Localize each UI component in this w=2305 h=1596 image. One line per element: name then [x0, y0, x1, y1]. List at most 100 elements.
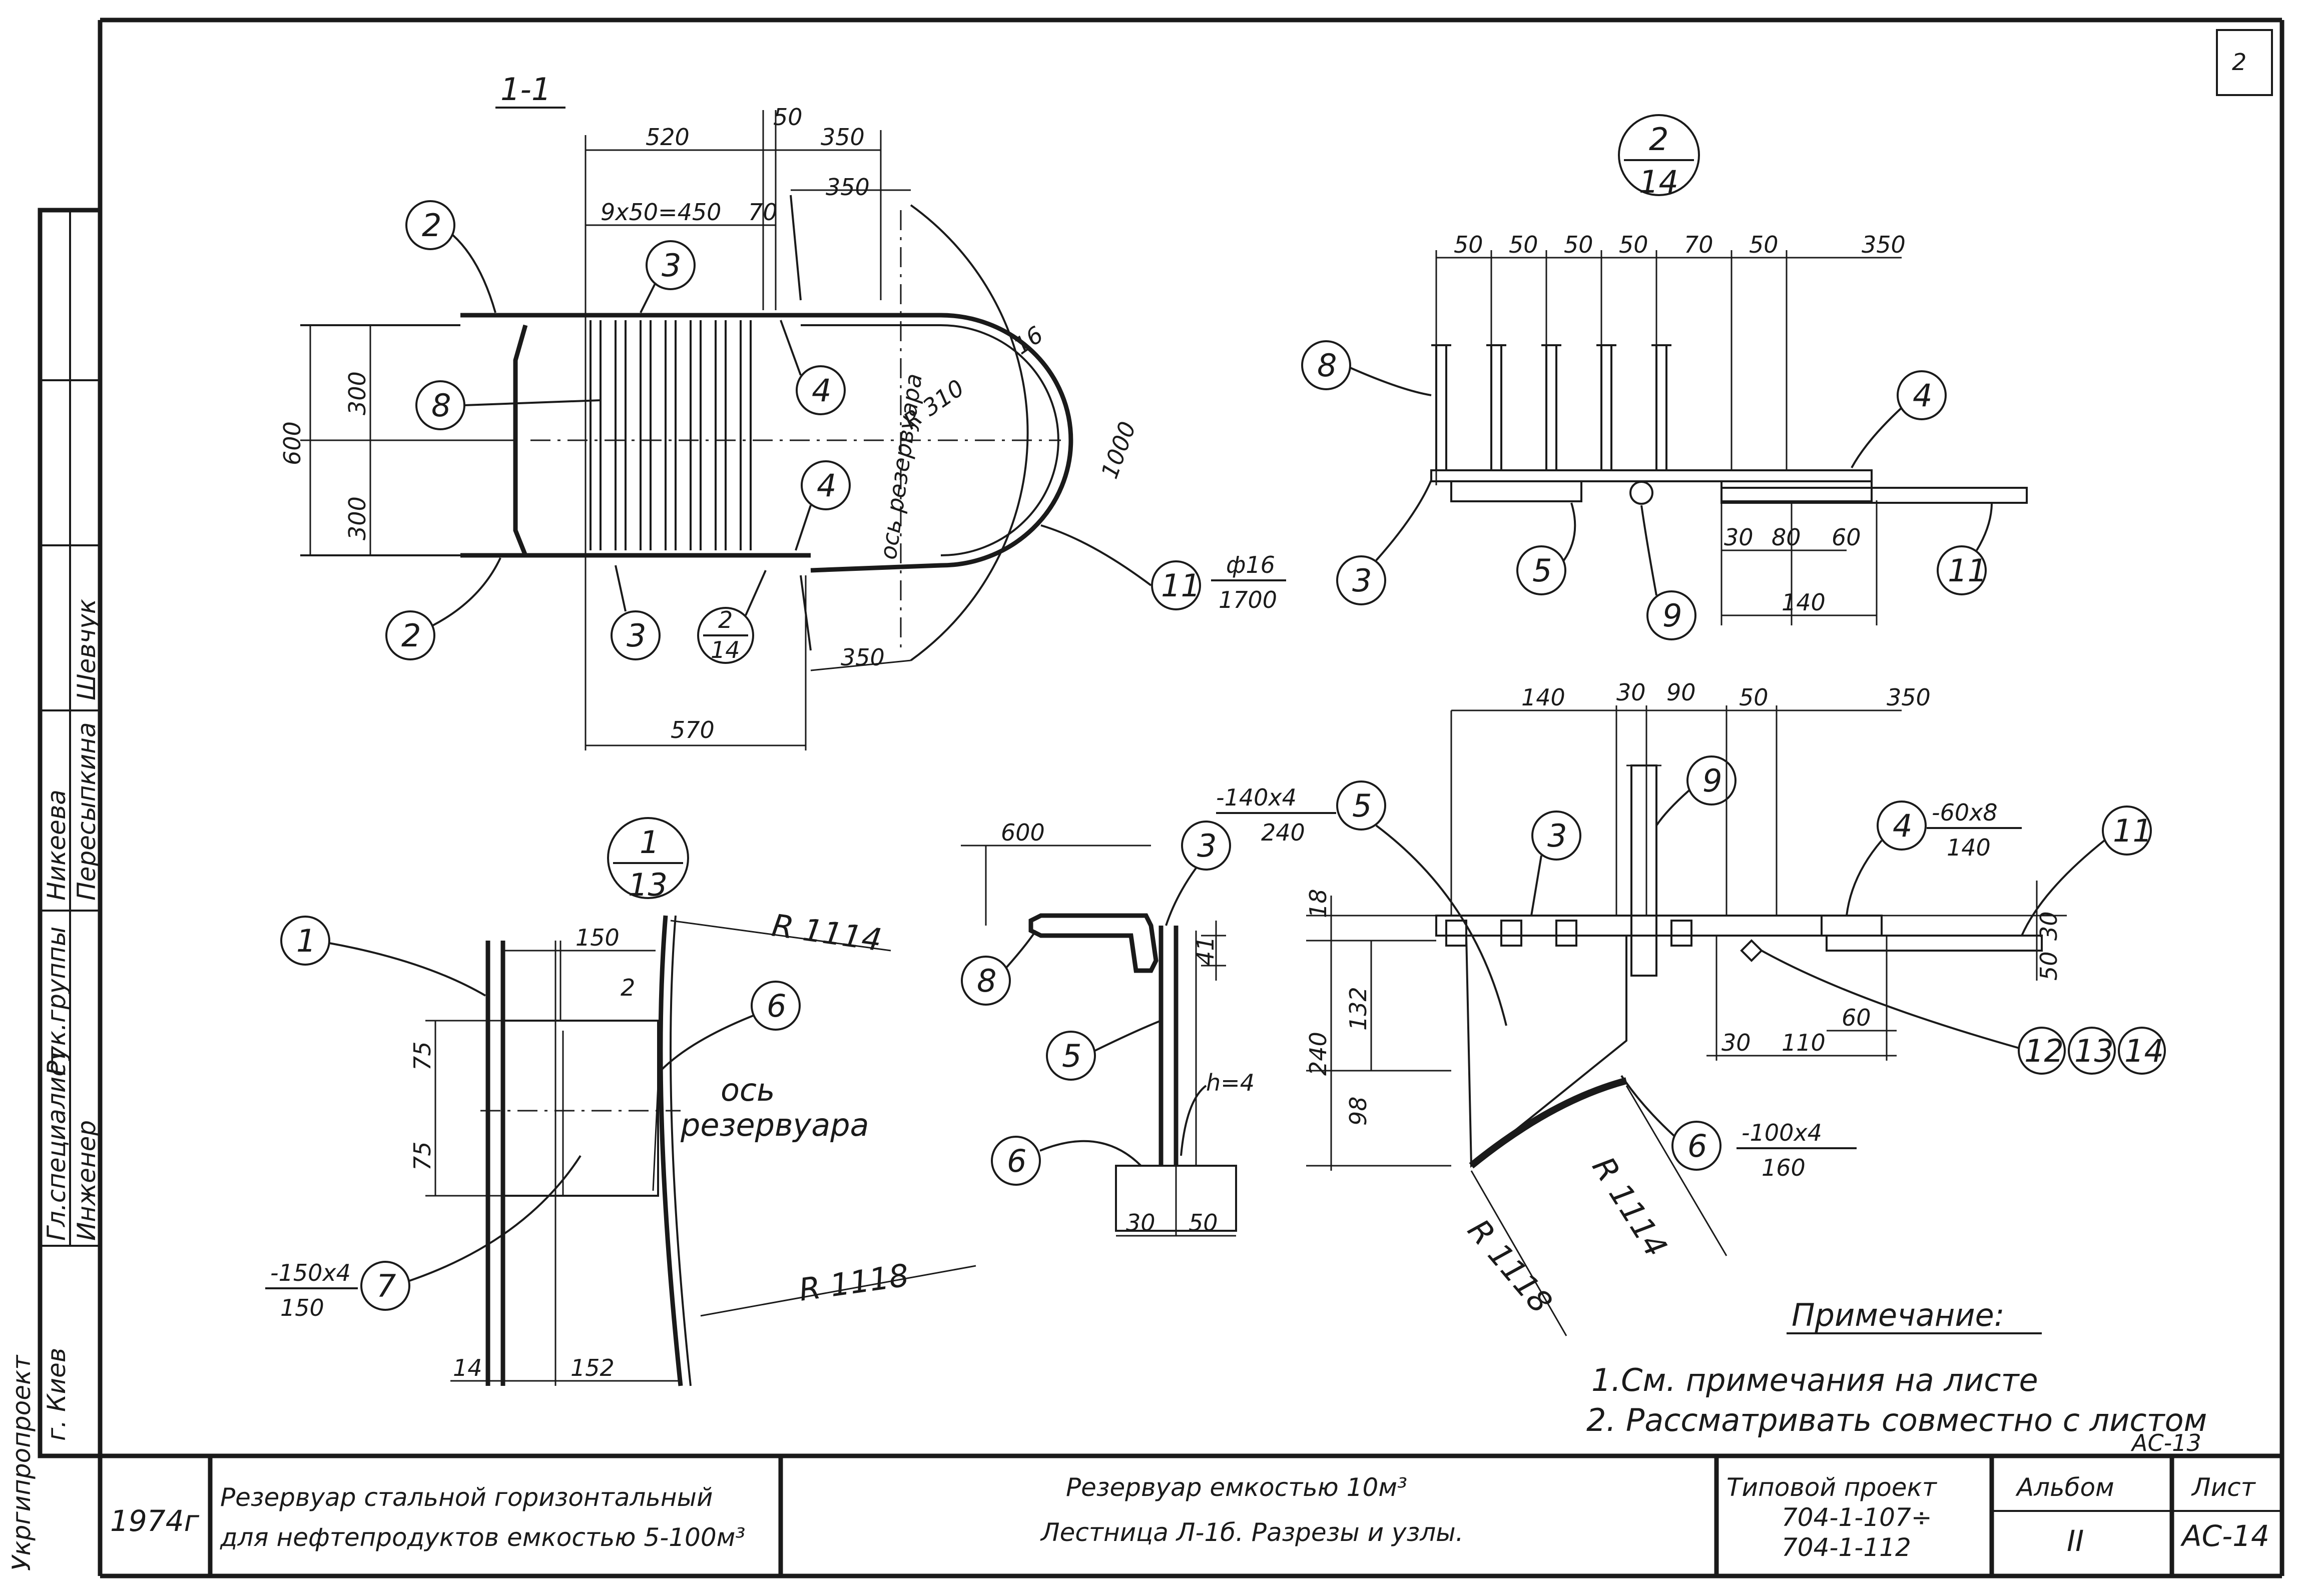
stamp-name-3: Шевчук [72, 599, 101, 700]
svg-text:14: 14 [1639, 164, 1678, 200]
nr-dim-30b: 30 [1721, 1029, 1751, 1056]
s11-dim-50: 50 [773, 104, 803, 131]
n214-dim-350: 350 [1862, 231, 1906, 258]
s11-ref-node-2-14: 2 14 [697, 570, 767, 664]
node-middle: 600 41 h=4 30 50 3 8 5 [961, 819, 1255, 1237]
notes: Примечание: 1.См. примечания на листе 2.… [1586, 1297, 2207, 1456]
n214-dim-50a: 50 [1454, 231, 1483, 258]
s11-callout-11: 11 [1040, 524, 1201, 610]
stamp-city: г. Киев [42, 1348, 71, 1441]
svg-text:2: 2 [718, 606, 733, 633]
nr-dim-110: 110 [1782, 1029, 1826, 1056]
n214-callout-8: 8 [1301, 340, 1432, 396]
sheet-frame: 2 [98, 18, 2284, 1578]
tb-sheet-value: АС-14 [2180, 1519, 2269, 1553]
nr-callout-6: 6 [1620, 1075, 1721, 1171]
svg-text:6: 6 [1687, 1128, 1707, 1164]
s11-dim-600: 600 [279, 421, 306, 465]
s11-dim-9x50: 9x50=450 [601, 199, 721, 226]
svg-text:140: 140 [1947, 834, 1991, 861]
nr-dim-50b: 50 [2035, 951, 2062, 981]
s11-dim-300a: 300 [344, 371, 371, 415]
n214-dim-70: 70 [1684, 231, 1713, 258]
nr-spec-5: -140x4 240 [1216, 784, 1336, 846]
n113-dim-75a: 75 [409, 1041, 436, 1071]
n113-axis-label-1: ось [721, 1072, 775, 1108]
svg-text:13: 13 [628, 867, 668, 903]
s11-dim-70: 70 [748, 199, 778, 226]
stamp-name-2: Пересыпкина [72, 722, 101, 901]
nm-dim-30: 30 [1126, 1209, 1156, 1236]
svg-text:3: 3 [1352, 562, 1372, 599]
nr-dim-140: 140 [1521, 684, 1565, 711]
s11-callout-2-top: 2 [405, 200, 496, 313]
n113-dim-150: 150 [575, 924, 620, 951]
svg-text:8: 8 [1317, 347, 1337, 384]
nr-dim-90: 90 [1666, 679, 1696, 706]
stamp-role-2: Рук.группы [42, 927, 71, 1076]
node-2-14-rungs [1431, 344, 1671, 471]
notes-item-2: 2. Рассматривать совместно с листом [1586, 1402, 2207, 1438]
svg-text:-150x4: -150x4 [270, 1259, 351, 1286]
nr-dim-60: 60 [1842, 1004, 1871, 1031]
svg-text:3: 3 [662, 247, 681, 284]
nr-dim-r1118: R 1118 [1461, 1212, 1560, 1320]
svg-text:7: 7 [376, 1268, 396, 1304]
svg-text:5: 5 [1352, 787, 1372, 824]
svg-text:8: 8 [977, 963, 996, 999]
n113-dim-r1118: R 1118 [797, 1257, 911, 1308]
svg-text:14: 14 [711, 636, 740, 663]
stamp-name-1: Никеева [42, 789, 71, 901]
section-1-1: 1-1 [279, 71, 1286, 750]
svg-text:160: 160 [1762, 1154, 1806, 1181]
notes-title: Примечание: [1792, 1297, 2005, 1333]
nm-dim-41: 41 [1192, 936, 1219, 966]
nr-spec-6: -100x4 160 [1737, 1119, 1857, 1181]
svg-text:2: 2 [401, 617, 421, 654]
svg-text:4: 4 [812, 372, 831, 409]
nm-callout-8: 8 [961, 930, 1037, 1006]
nm-dim-600: 600 [1001, 819, 1045, 846]
n113-dim-2: 2 [621, 974, 635, 1001]
svg-text:ф16: ф16 [1226, 551, 1275, 578]
svg-text:9: 9 [1662, 597, 1682, 634]
n113-axis-label-2: резервуара [680, 1107, 869, 1143]
s11-dim-520: 520 [646, 124, 690, 151]
s11-dim-350c: 350 [841, 644, 885, 671]
svg-text:3: 3 [1547, 818, 1567, 854]
svg-text:11: 11 [1161, 567, 1201, 604]
svg-text:12: 12 [2024, 1033, 2064, 1069]
nm-callout-6: 6 [991, 1136, 1142, 1186]
stamp-role-1: Гл.специалист [42, 1047, 71, 1241]
nm-dim-h4: h=4 [1206, 1069, 1255, 1096]
nm-callout-5: 5 [1046, 1020, 1162, 1081]
s11-dim-16: 16 [1008, 321, 1048, 360]
svg-text:150: 150 [280, 1294, 324, 1321]
node-1-13-title: 1 13 [607, 817, 689, 903]
svg-text:4: 4 [817, 467, 836, 504]
n214-dim-30: 30 [1724, 524, 1754, 551]
tb-desc-line1: Резервуар емкостью 10м³ [1066, 1473, 1407, 1502]
node-1-13: 1 13 150 2 R 1114 75 75 R 1118 14 152 ос… [265, 817, 976, 1386]
n214-dim-50e: 50 [1749, 231, 1779, 258]
tb-org-line1: Резервуар стальной горизонтальный [220, 1483, 713, 1512]
s11-callout-8: 8 [415, 380, 601, 430]
nr-callout-3: 3 [1530, 811, 1581, 916]
nr-callout-11: 11 [2021, 806, 2152, 936]
svg-text:-140x4: -140x4 [1216, 784, 1297, 811]
sheet-corner-number: 2 [2232, 49, 2246, 76]
svg-text:13: 13 [2074, 1033, 2114, 1069]
s11-callout-2-bottom: 2 [385, 557, 501, 660]
stamp-institute: Укргипропроект [7, 1354, 36, 1571]
n214-callout-3: 3 [1336, 480, 1432, 605]
n214-dim-50b: 50 [1509, 231, 1538, 258]
svg-text:11: 11 [1948, 552, 1987, 589]
n113-dim-75b: 75 [409, 1141, 436, 1171]
node-right: 140 30 90 50 350 18 132 240 98 30 110 60… [1216, 679, 2166, 1336]
nr-callout-4: 4 [1846, 801, 1927, 916]
svg-text:-100x4: -100x4 [1742, 1119, 1822, 1146]
s11-callout-3-bottom: 3 [611, 565, 661, 660]
svg-text:240: 240 [1261, 819, 1305, 846]
n214-callout-9: 9 [1640, 505, 1696, 640]
nm-dim-50: 50 [1189, 1209, 1218, 1236]
